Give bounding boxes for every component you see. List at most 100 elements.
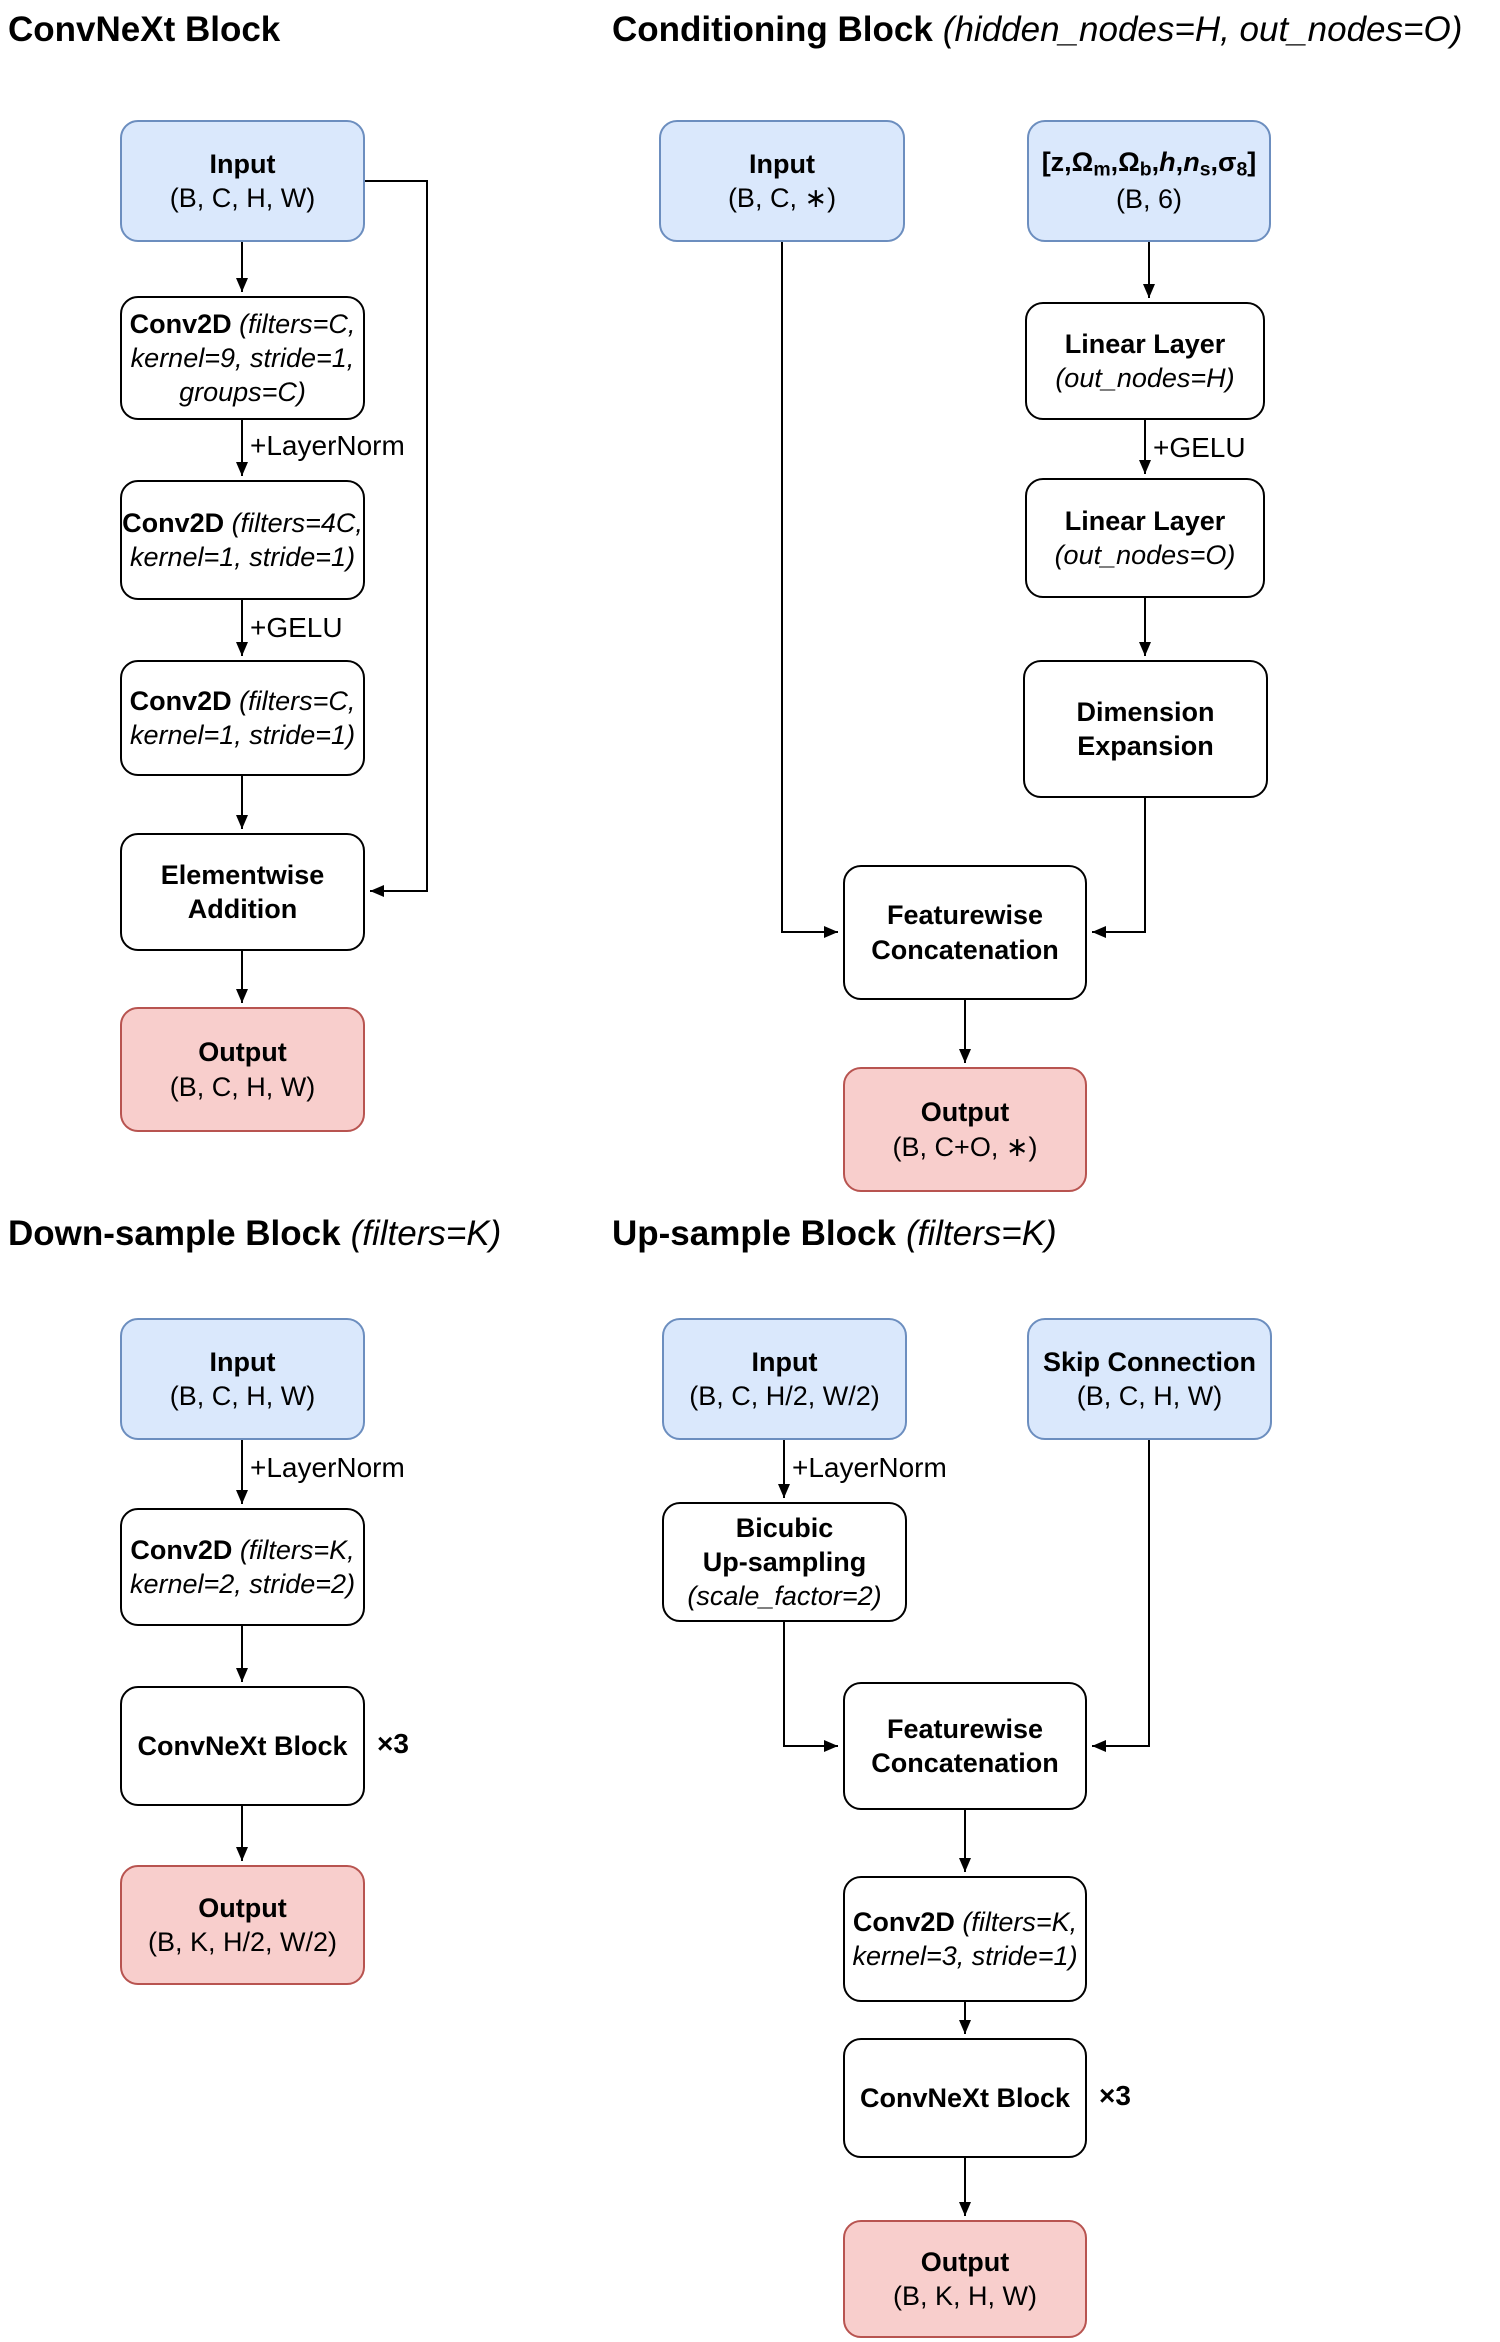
connector-convnext-skip — [365, 180, 428, 897]
node-dims: (B, C, H, W) — [169, 183, 316, 213]
cosmo-seg: ] — [1247, 147, 1257, 178]
convnext-panel-title: ConvNeXt Block — [8, 10, 280, 50]
node-label: Input — [749, 148, 815, 179]
node-dims: (B, K, H, W) — [893, 2281, 1037, 2311]
up-output-node: Output (B, K, H, W) — [843, 2220, 1087, 2338]
convnext-output-node: Output (B, C, H, W) — [120, 1007, 365, 1132]
connector-up-bicubic-concat — [783, 1622, 838, 1752]
node-label: Input — [209, 148, 276, 179]
node-label: Expansion — [1077, 731, 1214, 761]
cond-featurewise-concat-node: Featurewise Concatenation — [843, 865, 1087, 1000]
convnext-elementwise-addition-node: Elementwise Addition — [120, 833, 365, 951]
op-params: (filters=K, — [954, 1906, 1078, 1937]
op-name: Conv2D — [122, 507, 225, 538]
up-conv-node: Conv2D (filters=K, kernel=3, stride=1) — [843, 1876, 1087, 2002]
cond-dimension-expansion-node: Dimension Expansion — [1023, 660, 1268, 798]
downsample-panel-title-text: Down-sample Block — [8, 1214, 341, 1253]
down-output-node: Output (B, K, H/2, W/2) — [120, 1865, 365, 1985]
convnext-conv3-node: Conv2D (filters=C, kernel=1, stride=1) — [120, 660, 365, 776]
cosmo-sub: m — [1093, 158, 1111, 181]
node-dims: (B, C, H/2, W/2) — [689, 1381, 880, 1411]
op-params: kernel=1, stride=1) — [129, 542, 356, 572]
cond-linear2-node: Linear Layer (out_nodes=O) — [1025, 478, 1265, 598]
op-params: (filters=C, — [231, 685, 356, 716]
node-line: Conv2D (filters=K, — [853, 1905, 1077, 1939]
op-name: Conv2D — [130, 1534, 233, 1565]
cosmo-seg: [z,Ω — [1041, 147, 1094, 178]
op-name: Conv2D — [129, 308, 232, 339]
up-layernorm-label: +LayerNorm — [792, 1452, 947, 1483]
op-params: kernel=1, stride=1) — [129, 720, 356, 750]
cosmo-var: n — [1183, 147, 1200, 178]
up-bicubic-node: Bicubic Up-sampling (scale_factor=2) — [662, 1502, 907, 1622]
node-dims: (B, C+O, ∗) — [892, 1131, 1038, 1162]
node-label: ConvNeXt Block — [859, 2082, 1071, 2113]
conditioning-panel-title-text: Conditioning Block — [612, 10, 933, 49]
cosmo-sub: 8 — [1236, 158, 1248, 181]
node-line: Conv2D (filters=4C, — [122, 506, 363, 540]
node-dims: (B, C, H, W) — [1076, 1381, 1223, 1411]
up-times3-label: ×3 — [1099, 2080, 1131, 2111]
op-params: (filters=K, — [232, 1534, 355, 1565]
cond-output-node: Output (B, C+O, ∗) — [843, 1067, 1087, 1192]
up-featurewise-concat-node: Featurewise Concatenation — [843, 1682, 1087, 1810]
connector-up-skip-concat — [1092, 1440, 1150, 1752]
cosmo-var: h — [1159, 147, 1176, 178]
connector-cond-dimexp-concat — [1092, 798, 1146, 938]
node-label: Featurewise — [886, 1713, 1044, 1744]
node-label: Concatenation — [871, 1748, 1059, 1778]
convnext-conv1-node: Conv2D (filters=C, kernel=9, stride=1, g… — [120, 296, 365, 420]
op-name: Conv2D — [129, 685, 232, 716]
cosmo-seg: ,σ — [1210, 147, 1237, 178]
cond-gelu-label: +GELU — [1153, 432, 1246, 463]
node-label: Output — [198, 1037, 287, 1068]
cond-linear1-node: Linear Layer (out_nodes=H) — [1025, 302, 1265, 420]
convnext-panel-title-text: ConvNeXt Block — [8, 10, 281, 49]
upsample-panel-title: Up-sample Block(filters=K) — [612, 1214, 1057, 1254]
op-params: kernel=2, stride=2) — [129, 1569, 356, 1599]
cosmo-seg: , — [1175, 147, 1184, 178]
down-layernorm-label: +LayerNorm — [250, 1452, 405, 1483]
op-params: kernel=9, stride=1, — [130, 342, 355, 373]
node-label: Output — [920, 2246, 1010, 2277]
op-params: kernel=3, stride=1) — [852, 1941, 1078, 1971]
node-label: Up-sampling — [702, 1546, 867, 1577]
cond-cosmo-params-node: [z,Ωm,Ωb,h,ns,σ8] (B, 6) — [1027, 120, 1271, 242]
down-input-node: Input (B, C, H, W) — [120, 1318, 365, 1440]
node-label: Output — [920, 1097, 1010, 1128]
node-label: Featurewise — [886, 900, 1044, 931]
node-label: ConvNeXt Block — [137, 1730, 348, 1761]
op-params: (out_nodes=H) — [1055, 363, 1235, 393]
node-label: Elementwise — [160, 859, 325, 890]
down-times3-label: ×3 — [377, 1728, 409, 1759]
node-label: Concatenation — [871, 934, 1059, 965]
op-name: Conv2D — [852, 1906, 955, 1937]
cosmo-sub: s — [1199, 158, 1211, 181]
node-dims: (B, C, H, W) — [169, 1071, 316, 1102]
op-params: (out_nodes=O) — [1054, 540, 1236, 570]
node-dims: (B, K, H/2, W/2) — [147, 1927, 338, 1957]
conditioning-panel-title: Conditioning Block(hidden_nodes=H, out_n… — [612, 10, 1462, 50]
upsample-panel-title-text: Up-sample Block — [612, 1214, 896, 1253]
node-label: Input — [209, 1346, 276, 1377]
node-label: Bicubic — [735, 1512, 834, 1543]
node-dims: (B, C, ∗) — [727, 183, 837, 213]
cosmo-seg: , — [1151, 147, 1160, 178]
down-convnext-block-node: ConvNeXt Block — [120, 1686, 365, 1806]
node-label: Linear Layer — [1064, 328, 1226, 359]
node-line: Conv2D (filters=C, — [130, 684, 356, 718]
node-label: Linear Layer — [1064, 505, 1226, 536]
upsample-panel-title-params: (filters=K) — [905, 1214, 1057, 1253]
up-convnext-block-node: ConvNeXt Block — [843, 2038, 1087, 2158]
node-label: Dimension — [1076, 696, 1215, 727]
cosmo-sub: b — [1139, 158, 1152, 181]
convnext-conv2-node: Conv2D (filters=4C, kernel=1, stride=1) — [120, 480, 365, 600]
node-label: Addition — [187, 894, 298, 924]
cond-input-node: Input (B, C, ∗) — [659, 120, 905, 242]
node-dims: (B, 6) — [1115, 184, 1182, 215]
op-params: groups=C) — [179, 377, 306, 408]
node-label: Skip Connection — [1042, 1346, 1256, 1377]
node-label: Input — [751, 1346, 818, 1377]
conditioning-panel-title-params: (hidden_nodes=H, out_nodes=O) — [942, 10, 1463, 49]
